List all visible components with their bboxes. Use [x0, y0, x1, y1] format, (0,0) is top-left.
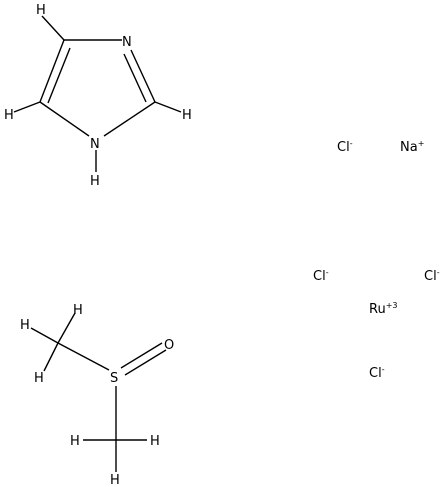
bond-n3-c2-double: [123, 53, 147, 103]
dmso-h-5: H: [150, 434, 160, 449]
bond-c2-h: [154, 101, 182, 113]
chloride-ion-3: Cl-: [424, 268, 440, 284]
imidazole-n-top: N: [122, 35, 132, 50]
chloride-ion-1: Cl-: [337, 139, 353, 155]
dmso-o: O: [164, 338, 174, 353]
imidazole-n-bottom: N: [90, 137, 100, 152]
imidazole-h-bottom: H: [90, 174, 100, 189]
imidazole-h-left: H: [4, 108, 14, 123]
dmso-h-6: H: [110, 473, 120, 487]
imidazole-h-right: H: [182, 108, 192, 123]
bond-h3-c1: [43, 342, 59, 372]
bond-c1-s: [57, 342, 110, 371]
sodium-ion: Na+: [400, 139, 424, 155]
bond-c2-n1: [103, 101, 156, 137]
dmso-h-1: H: [73, 303, 83, 318]
bond-s-o-double: [124, 349, 167, 376]
bond-n3-c2: [130, 49, 156, 103]
dmso-s: S: [110, 371, 118, 386]
imidazole-h-top: H: [36, 3, 46, 18]
imidazole-bonds: [13, 15, 182, 172]
bond-h1-c1: [57, 312, 76, 344]
bond-h2-c1: [30, 327, 59, 344]
bond-c5-h: [13, 101, 41, 113]
dmso-h-2: H: [20, 318, 30, 333]
bond-c4-c5: [39, 39, 65, 103]
bond-s-o: [120, 342, 163, 369]
chloride-ion-2: Cl-: [313, 268, 329, 284]
chloride-ion-4: Cl-: [369, 365, 385, 381]
bond-c4-c5-double: [47, 47, 71, 104]
bond-h-c4: [41, 15, 65, 41]
ruthenium-ion: Ru+3: [369, 301, 398, 317]
dmso-bonds: [30, 312, 167, 472]
dmso-h-3: H: [34, 371, 44, 386]
bond-c5-n1: [39, 101, 90, 137]
dmso-h-4: H: [70, 434, 80, 449]
